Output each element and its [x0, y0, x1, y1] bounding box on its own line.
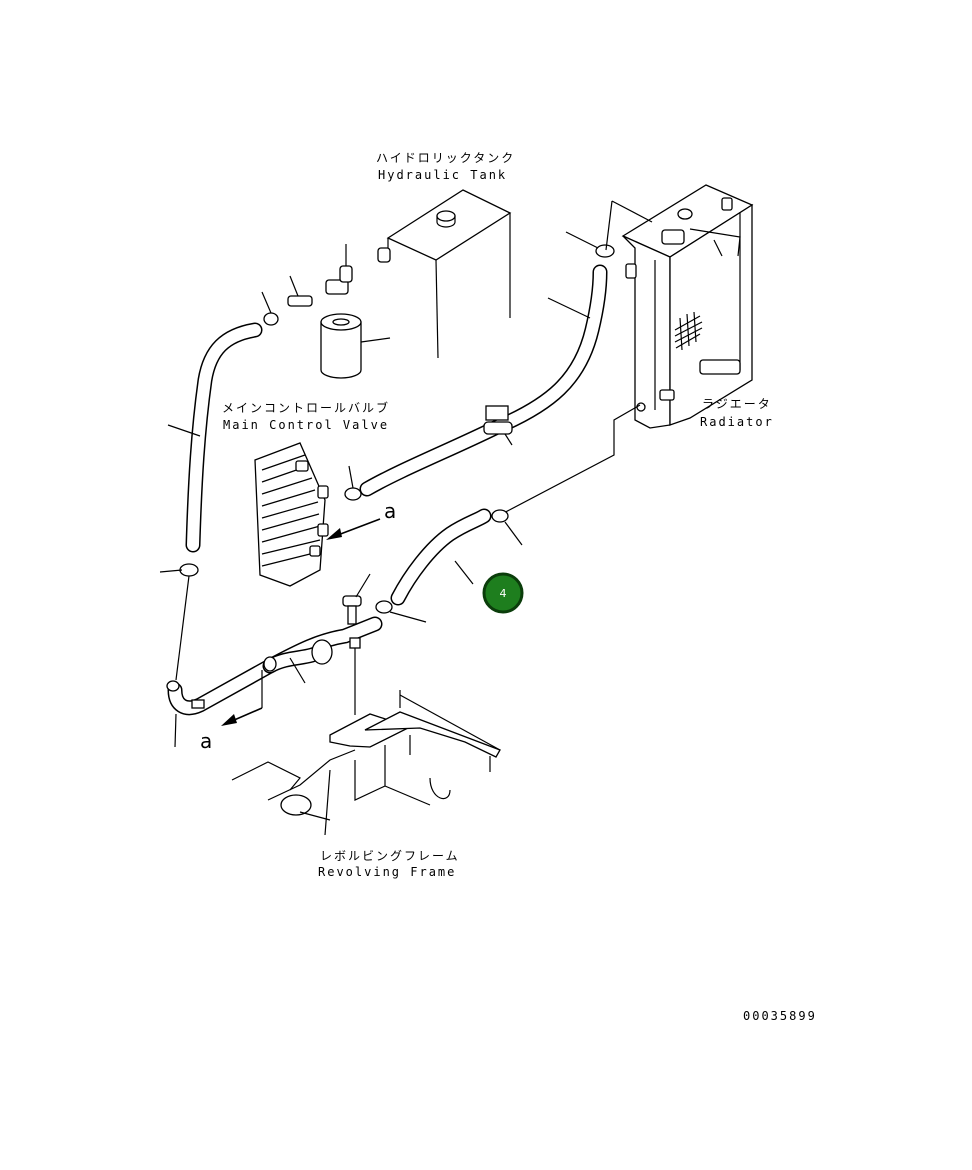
- label-revolving-frame-jp: レボルビングフレーム: [320, 849, 460, 863]
- arrow-a-upper: [326, 518, 381, 540]
- label-revolving-frame-en: Revolving Frame: [318, 865, 456, 879]
- revolving-frame: [231, 690, 501, 836]
- hose-upper: [359, 264, 608, 497]
- drawing-number: 00035899: [743, 1009, 817, 1023]
- arrow-label-a-upper: a: [384, 499, 396, 523]
- hose-clamp: [179, 563, 199, 577]
- callout-badge-part-4[interactable]: 4: [482, 572, 524, 614]
- label-main-control-valve-en: Main Control Valve: [223, 418, 389, 432]
- hydraulic-tank: [377, 189, 512, 359]
- hose-left-vertical: [167, 322, 263, 553]
- label-main-control-valve-jp: メインコントロールバルブ: [222, 400, 390, 415]
- lower-pipe-assembly: [166, 575, 383, 748]
- arrow-label-a-lower: a: [200, 729, 212, 753]
- hose-part-4[interactable]: [390, 508, 492, 606]
- hose-clamp: [491, 509, 509, 523]
- main-control-valve: [254, 442, 329, 587]
- label-hydraulic-tank-en: Hydraulic Tank: [378, 168, 507, 182]
- callout-badge-number: 4: [500, 587, 507, 600]
- hose-clamp: [344, 487, 362, 501]
- bolt: [342, 573, 371, 625]
- arrow-a-lower: [221, 707, 263, 726]
- label-radiator-en: Radiator: [700, 415, 774, 429]
- label-radiator-jp: ラジエータ: [702, 397, 772, 411]
- hose-clamp: [595, 244, 615, 258]
- radiator: [605, 184, 754, 429]
- hose-clamp: [375, 600, 393, 614]
- filter-element: [320, 313, 391, 379]
- label-hydraulic-tank-jp: ハイドロリックタンク: [376, 151, 515, 165]
- tank-fittings: [261, 244, 353, 326]
- radiator-leader: [497, 404, 641, 517]
